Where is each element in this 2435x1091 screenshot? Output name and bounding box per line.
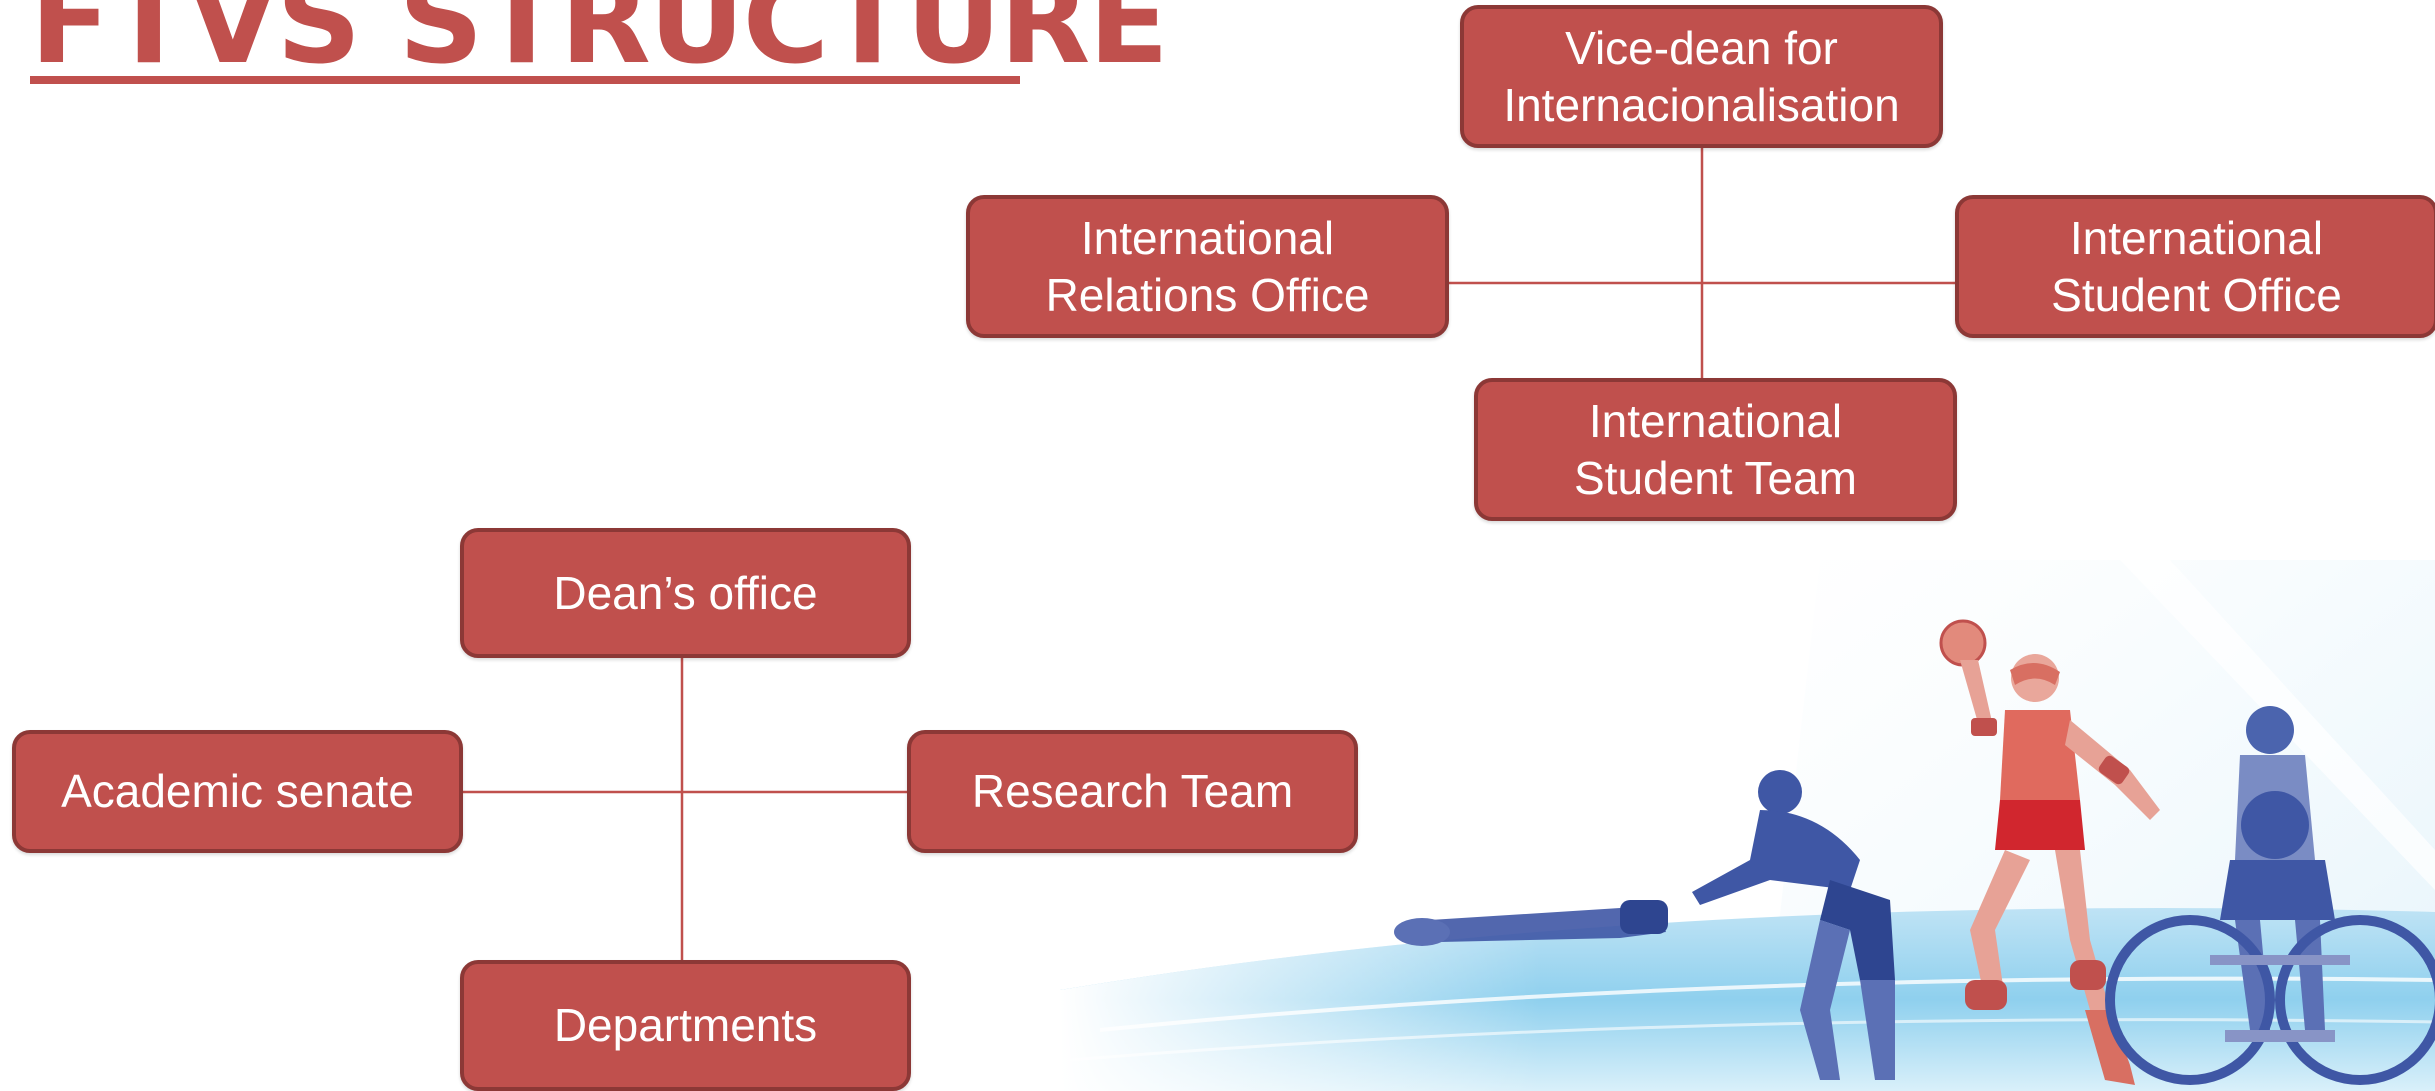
node-departments-label: Departments bbox=[553, 999, 818, 1052]
sports-collage-icon bbox=[1060, 560, 2435, 1091]
node-relations-office-line-2: Relations Office bbox=[1045, 268, 1370, 321]
node-academic-senate: Academic senate bbox=[12, 730, 463, 853]
node-student-office-line-2: Student Office bbox=[2051, 268, 2342, 321]
node-academic-senate-label: Academic senate bbox=[61, 765, 414, 818]
node-international-student-team: International Student Team bbox=[1474, 378, 1957, 521]
node-student-team-line-2: Student Team bbox=[1573, 451, 1857, 504]
node-student-team-line-1: International bbox=[1588, 395, 1843, 448]
node-student-office-line-1: International bbox=[2069, 212, 2324, 265]
node-departments: Departments bbox=[460, 960, 911, 1091]
node-vice-dean: Vice-dean for Internacionalisation bbox=[1460, 5, 1943, 148]
node-research-team-label: Research Team bbox=[971, 765, 1294, 818]
node-deans-office: Dean’s office bbox=[460, 528, 911, 658]
title-underline bbox=[30, 76, 1020, 84]
node-international-student-office: International Student Office bbox=[1955, 195, 2435, 338]
node-research-team: Research Team bbox=[907, 730, 1358, 853]
page-title: FTVS STRUCTURE bbox=[30, 0, 1169, 90]
node-vice-dean-line-2: Internacionalisation bbox=[1503, 78, 1900, 131]
node-vice-dean-line-1: Vice-dean for bbox=[1565, 22, 1838, 75]
node-international-relations-office: International Relations Office bbox=[966, 195, 1449, 338]
node-relations-office-line-1: International bbox=[1080, 212, 1335, 265]
node-deans-office-label: Dean’s office bbox=[553, 566, 818, 619]
